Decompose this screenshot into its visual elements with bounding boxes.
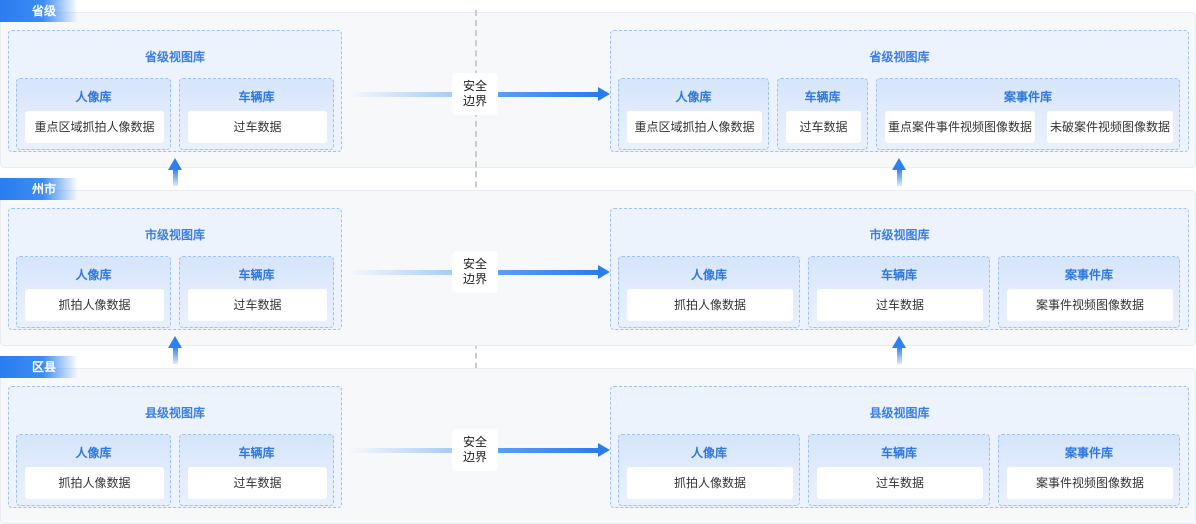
library-card: 车辆库过车数据 <box>179 256 334 328</box>
library-card: 车辆库过车数据 <box>179 434 334 506</box>
library-title: 车辆库 <box>880 446 917 460</box>
source-view-library-panel: 县级视图库人像库抓拍人像数据车辆库过车数据 <box>8 386 342 508</box>
data-item: 案事件视频图像数据 <box>1007 289 1173 321</box>
data-item: 案事件视频图像数据 <box>1007 467 1173 499</box>
security-boundary-label: 安全 <box>462 257 487 271</box>
data-item: 过车数据 <box>188 467 327 499</box>
data-item: 过车数据 <box>188 111 327 143</box>
target-view-library-panel: 市级视图库人像库抓拍人像数据车辆库过车数据案事件库案事件视频图像数据 <box>610 208 1189 330</box>
library-title: 人像库 <box>75 446 112 460</box>
security-boundary-label: 安全 <box>462 79 487 93</box>
library-card: 案事件库案事件视频图像数据 <box>998 434 1180 506</box>
transfer-arrow-tail <box>348 92 452 97</box>
data-item: 重点区域抓拍人像数据 <box>627 111 762 143</box>
library-title: 案事件库 <box>1064 446 1113 460</box>
data-item: 重点区域抓拍人像数据 <box>25 111 164 143</box>
security-boundary: 安全边界 <box>452 429 498 471</box>
library-title: 人像库 <box>690 268 727 282</box>
library-title: 案事件库 <box>1064 268 1113 282</box>
data-item: 未破案件视频图像数据 <box>1047 111 1173 143</box>
transfer-arrow-head <box>598 87 610 101</box>
library-title: 人像库 <box>75 90 112 104</box>
security-boundary-label: 边界 <box>462 272 487 286</box>
transfer-arrow-head <box>598 265 610 279</box>
library-card: 车辆库过车数据 <box>808 434 990 506</box>
upward-arrow-head <box>892 336 906 348</box>
panel-title: 市级视图库 <box>869 228 930 242</box>
library-title: 人像库 <box>690 446 727 460</box>
panel-title: 市级视图库 <box>144 228 205 242</box>
library-title: 车辆库 <box>238 446 275 460</box>
data-item: 过车数据 <box>786 111 861 143</box>
transfer-arrow-head <box>598 443 610 457</box>
library-card: 人像库抓拍人像数据 <box>16 256 171 328</box>
data-item: 重点案件事件视频图像数据 <box>885 111 1035 143</box>
panel-title: 县级视图库 <box>869 406 930 420</box>
upward-arrow-shaft <box>173 169 178 186</box>
transfer-arrow-shaft <box>498 92 598 97</box>
target-view-library-panel: 县级视图库人像库抓拍人像数据车辆库过车数据案事件库案事件视频图像数据 <box>610 386 1189 508</box>
transfer-arrow-shaft <box>498 448 598 453</box>
panel-title: 省级视图库 <box>144 50 205 64</box>
security-boundary: 安全边界 <box>452 251 498 293</box>
data-item: 过车数据 <box>188 289 327 321</box>
target-view-library-panel: 省级视图库人像库重点区域抓拍人像数据车辆库过车数据案事件库重点案件事件视频图像数… <box>610 30 1189 152</box>
transfer-arrow-tail <box>348 270 452 275</box>
panel-title: 省级视图库 <box>869 50 930 64</box>
library-card: 人像库抓拍人像数据 <box>16 434 171 506</box>
library-title: 车辆库 <box>238 90 275 104</box>
data-item: 抓拍人像数据 <box>627 289 793 321</box>
library-title: 人像库 <box>75 268 112 282</box>
transfer-arrow-shaft <box>498 270 598 275</box>
tier-tag: 区县 <box>0 356 78 378</box>
library-card: 案事件库案事件视频图像数据 <box>998 256 1180 328</box>
library-title: 车辆库 <box>880 268 917 282</box>
transfer-arrow-tail <box>348 448 452 453</box>
source-view-library-panel: 市级视图库人像库抓拍人像数据车辆库过车数据 <box>8 208 342 330</box>
tier-tag: 州市 <box>0 178 78 200</box>
panel-title: 县级视图库 <box>144 406 205 420</box>
upward-arrow-shaft <box>897 347 902 364</box>
security-boundary: 安全边界 <box>452 73 498 115</box>
security-boundary-label: 边界 <box>462 450 487 464</box>
security-boundary-label: 边界 <box>462 94 487 108</box>
upward-arrow-head <box>168 336 182 348</box>
upward-arrow-shaft <box>897 169 902 186</box>
tier-tag: 省级 <box>0 0 78 22</box>
data-item: 抓拍人像数据 <box>627 467 793 499</box>
data-item: 过车数据 <box>817 289 983 321</box>
data-item: 过车数据 <box>817 467 983 499</box>
library-title: 案事件库 <box>1003 90 1052 104</box>
data-item: 抓拍人像数据 <box>25 467 164 499</box>
library-card: 人像库抓拍人像数据 <box>618 434 800 506</box>
upward-arrow-head <box>892 158 906 170</box>
data-item: 抓拍人像数据 <box>25 289 164 321</box>
library-card: 车辆库过车数据 <box>179 78 334 150</box>
library-card: 人像库抓拍人像数据 <box>618 256 800 328</box>
library-title: 车辆库 <box>238 268 275 282</box>
library-title: 车辆库 <box>804 90 841 104</box>
security-boundary-label: 安全 <box>462 435 487 449</box>
library-card: 人像库重点区域抓拍人像数据 <box>618 78 769 150</box>
library-card: 人像库重点区域抓拍人像数据 <box>16 78 171 150</box>
upward-arrow-shaft <box>173 347 178 364</box>
library-title: 人像库 <box>675 90 712 104</box>
source-view-library-panel: 省级视图库人像库重点区域抓拍人像数据车辆库过车数据 <box>8 30 342 152</box>
library-card: 案事件库重点案件事件视频图像数据未破案件视频图像数据 <box>876 78 1180 150</box>
upward-arrow-head <box>168 158 182 170</box>
library-card: 车辆库过车数据 <box>808 256 990 328</box>
library-card: 车辆库过车数据 <box>777 78 868 150</box>
